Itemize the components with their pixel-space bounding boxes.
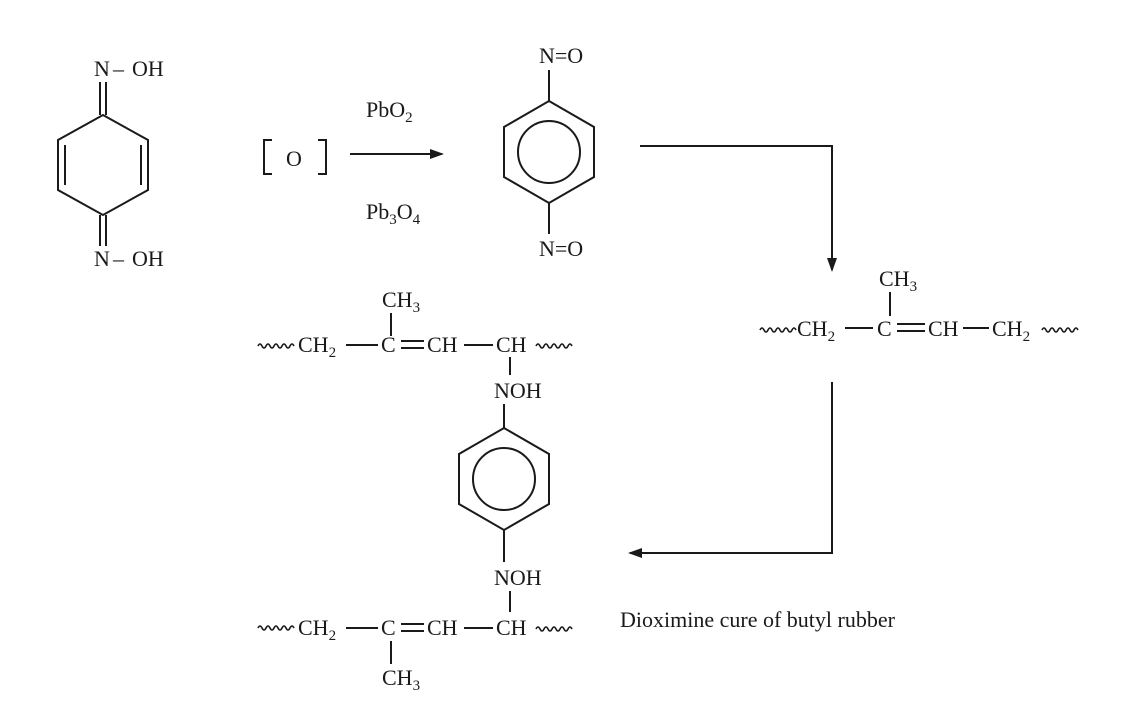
quinoid-ring — [57, 113, 149, 217]
arrow-to-butyl — [640, 145, 837, 272]
oxidation-step: O PbO2 Pb3O4 — [263, 97, 444, 228]
dioxime-top-n: N — [94, 56, 110, 81]
butyl-wavy-left — [759, 327, 797, 333]
arrow-to-product — [628, 382, 833, 558]
reagent-pbo2: PbO2 — [366, 97, 413, 126]
quinone-dioxime: N – OH N – OH — [57, 56, 164, 271]
benzene-aromatic-circle-top — [517, 120, 581, 184]
product-lower-wavy-right — [535, 626, 573, 632]
butyl-ch2-right: CH2 — [992, 316, 1030, 345]
butyl-chain-segment: CH3 CH2 C CH CH2 — [759, 266, 1079, 345]
product-upper-ch1: CH — [427, 332, 458, 357]
dinitrosobenzene: N=O N=O — [503, 43, 595, 261]
benzene-aromatic-circle-product — [472, 447, 536, 511]
product-lower-ch1: CH — [427, 615, 458, 640]
product-lower-c: C — [381, 615, 396, 640]
product-lower-ch3: CH3 — [382, 665, 420, 694]
dioxime-top-dash: – — [112, 56, 125, 81]
butyl-ch: CH — [928, 316, 959, 341]
product-upper-ch2: CH2 — [298, 332, 336, 361]
crosslinked-product: CH3 CH2 C CH CH NOH NOH CH2 C CH CH CH3 — [257, 287, 573, 694]
product-upper-ch2x: CH — [496, 332, 527, 357]
product-upper-wavy-right — [535, 343, 573, 349]
dioxime-bottom-n: N — [94, 246, 110, 271]
product-lower-wavy-left — [257, 625, 295, 631]
product-upper-wavy-left — [257, 343, 295, 349]
dioxime-top-oh: OH — [132, 56, 164, 81]
product-noh-upper: NOH — [494, 378, 542, 403]
product-lower-ch2x: CH — [496, 615, 527, 640]
butyl-wavy-right — [1041, 327, 1079, 333]
bracket-right — [318, 139, 327, 175]
product-lower-ch2: CH2 — [298, 615, 336, 644]
dioxime-bottom-oh: OH — [132, 246, 164, 271]
dioxime-bottom-dash: – — [112, 246, 125, 271]
product-upper-ch3: CH3 — [382, 287, 420, 316]
butyl-ch3: CH3 — [879, 266, 917, 295]
nitroso-top: N=O — [539, 43, 583, 68]
diagram-caption: Dioximine cure of butyl rubber — [620, 607, 896, 632]
oxidant-label: O — [286, 146, 302, 171]
butyl-ch2-left: CH2 — [797, 316, 835, 345]
bracket-left — [263, 139, 272, 175]
nitroso-bottom: N=O — [539, 236, 583, 261]
reagent-pb3o4: Pb3O4 — [366, 199, 421, 228]
product-upper-c: C — [381, 332, 396, 357]
butyl-c: C — [877, 316, 892, 341]
product-noh-lower: NOH — [494, 565, 542, 590]
